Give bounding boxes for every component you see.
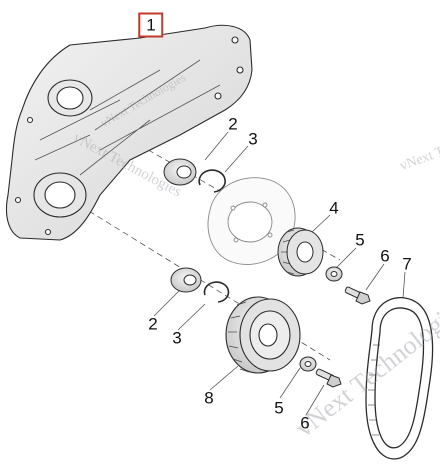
callout-2-lower: 2: [148, 314, 158, 334]
callout-7: 7: [402, 254, 412, 274]
callout-5-upper: 5: [355, 230, 365, 250]
small-pulley-part-4: [277, 227, 324, 277]
callout-8: 8: [204, 388, 214, 408]
seal-part-2-lower: [170, 267, 202, 293]
bolt-part-6-upper: [344, 286, 371, 305]
washer-part-5-upper: [325, 266, 343, 282]
callout-2-upper: 2: [228, 114, 238, 134]
bolt-part-6-lower: [315, 368, 342, 388]
callout-1-highlighted: 1: [138, 12, 164, 38]
callout-6-upper: 6: [380, 246, 390, 266]
large-pulley-part-8: [225, 296, 301, 374]
callout-5-lower: 5: [274, 398, 284, 418]
seal-part-2-upper: [163, 158, 197, 186]
washer-part-5-lower: [299, 356, 317, 372]
callout-6-lower: 6: [300, 413, 310, 433]
circlip-part-3-upper: [198, 169, 226, 193]
brake-disc: [207, 177, 296, 265]
callout-3-upper: 3: [248, 129, 258, 149]
circlip-part-3-lower: [203, 281, 230, 303]
belt-part-7: [365, 297, 434, 460]
callout-4: 4: [329, 198, 339, 218]
callout-3-lower: 3: [172, 328, 182, 348]
cover-plate-part-1: [5, 24, 253, 241]
